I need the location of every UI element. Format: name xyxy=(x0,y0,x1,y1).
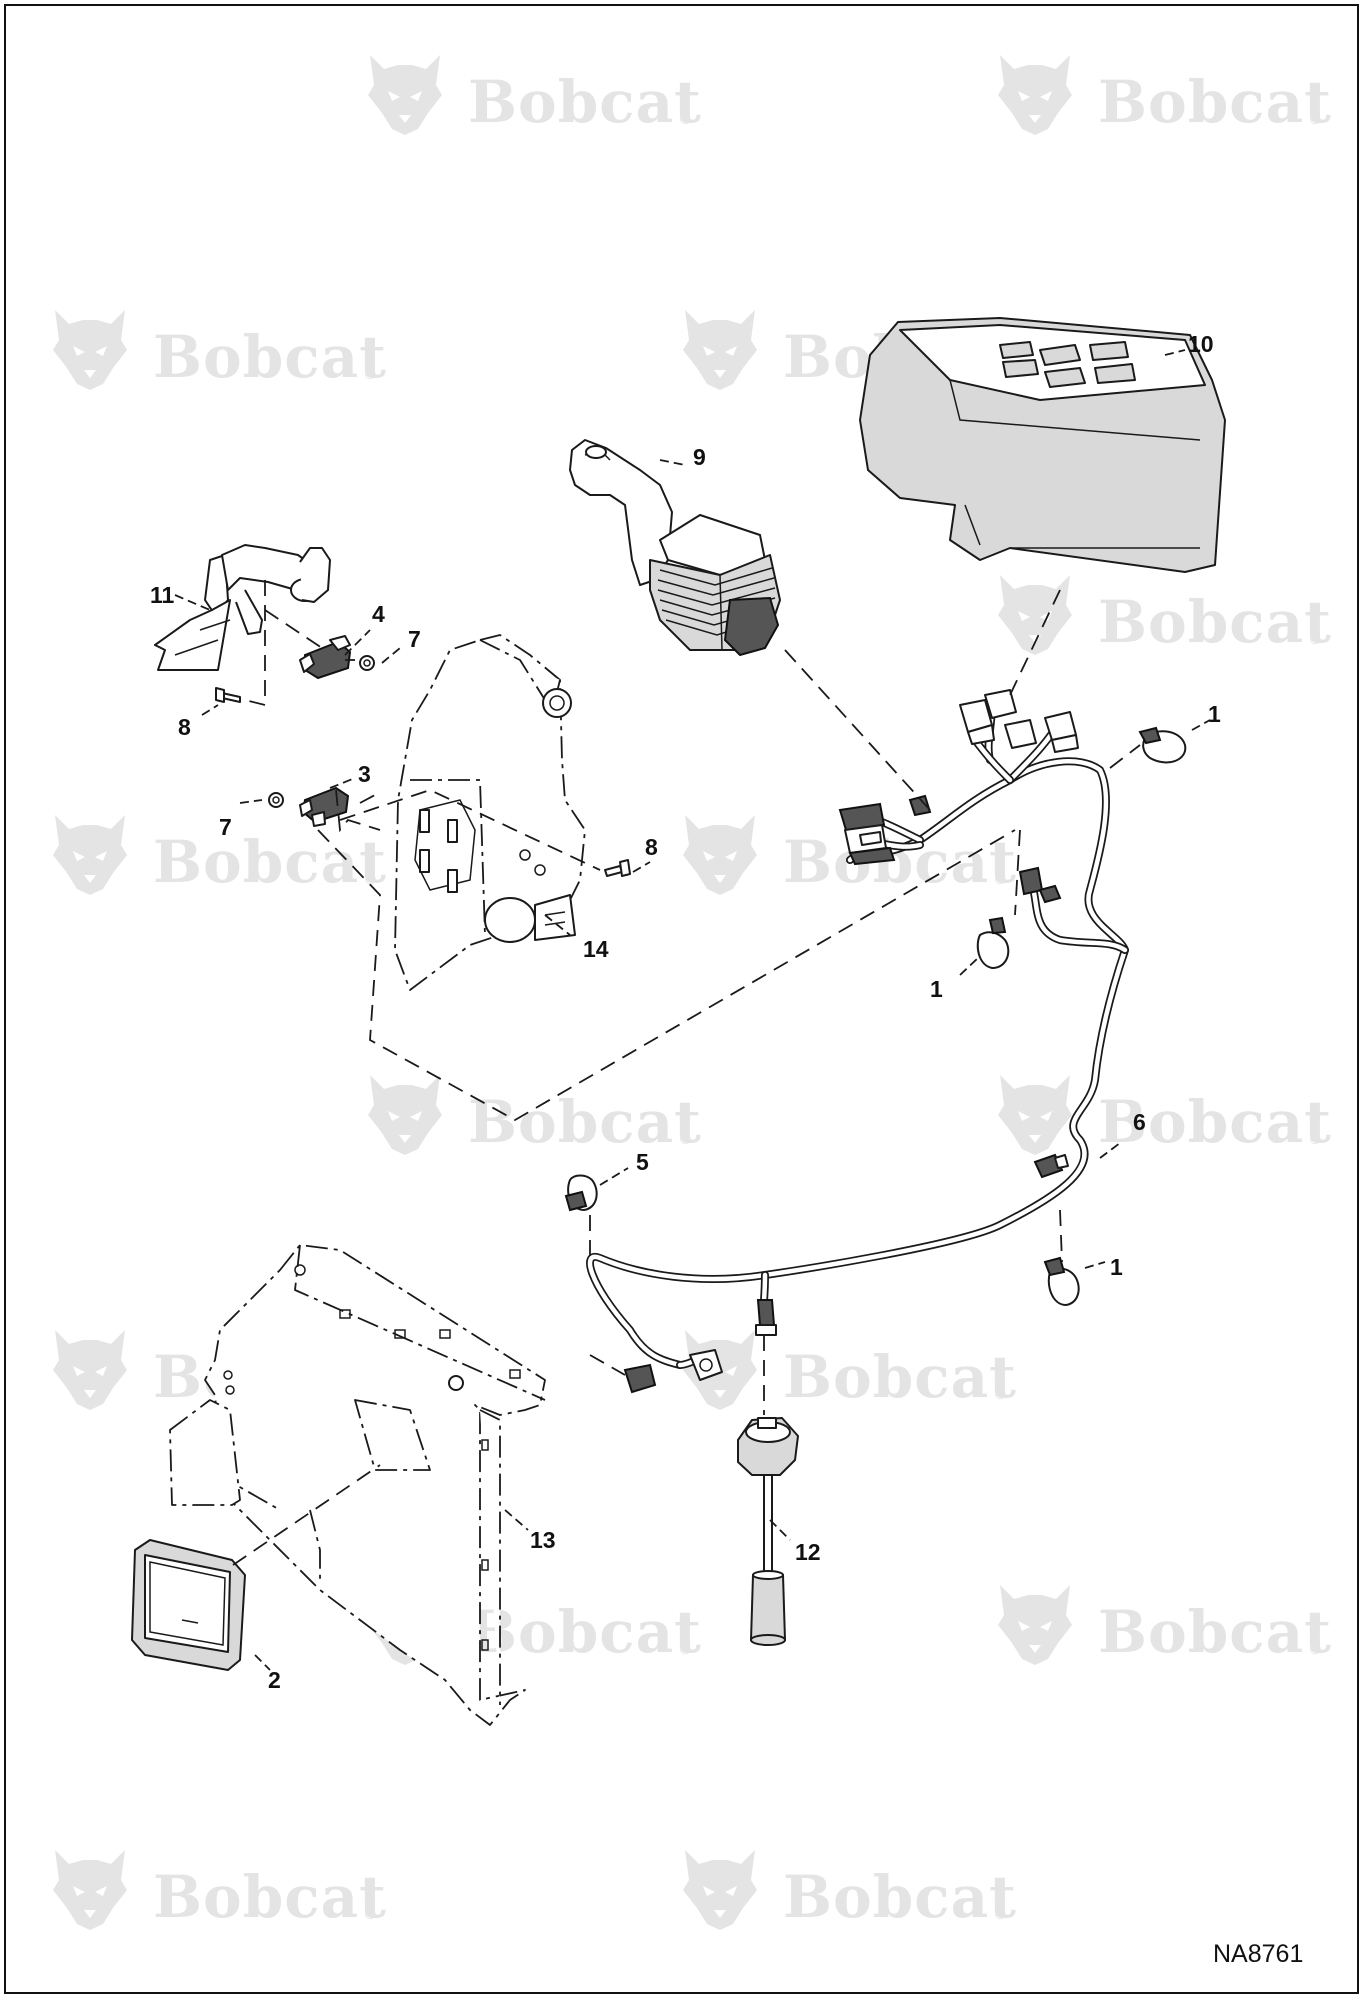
watermark-registered-mark: ® xyxy=(995,1906,1006,1922)
bobcat-watermark: Bobcat® xyxy=(53,1850,387,1931)
callout-5: 5 xyxy=(636,1149,649,1175)
watermark-brand-text: Bobcat xyxy=(153,1863,387,1931)
watermark-registered-mark: ® xyxy=(1310,1131,1321,1147)
bobcat-logo-icon xyxy=(368,1075,442,1155)
watermark-registered-mark: ® xyxy=(1310,111,1321,127)
callout-labels: 1 1 1 2 3 4 5 6 7 7 8 8 9 10 11 12 13 14 xyxy=(150,331,1221,1693)
watermark-registered-mark: ® xyxy=(680,111,691,127)
bobcat-watermark: Bobcat® xyxy=(683,1850,1017,1931)
bobcat-watermark: Bobcat® xyxy=(368,55,702,136)
callout-8-upper: 8 xyxy=(178,714,191,740)
watermark-registered-mark: ® xyxy=(995,1386,1006,1402)
watermark-brand-text: Bobcat xyxy=(1098,1088,1332,1156)
watermark-registered-mark: ® xyxy=(995,871,1006,887)
watermark-brand-text: Bobcat xyxy=(153,828,387,896)
callout-1-low: 1 xyxy=(1110,1254,1123,1280)
bobcat-watermark: Bobcat® xyxy=(368,1075,702,1156)
bobcat-logo-icon xyxy=(683,310,757,390)
bobcat-watermark: Bobcat® xyxy=(368,1585,702,1666)
bobcat-logo-icon xyxy=(53,815,127,895)
callout-7-upper: 7 xyxy=(408,626,421,652)
bobcat-watermark: Bobcat® xyxy=(998,1075,1332,1156)
watermark-registered-mark: ® xyxy=(1310,631,1321,647)
watermark-registered-mark: ® xyxy=(1310,1641,1321,1657)
part-14-mounting-plate xyxy=(394,634,586,991)
part-5-clip xyxy=(564,1174,598,1212)
bobcat-logo-icon xyxy=(53,1330,127,1410)
watermark-registered-mark: ® xyxy=(365,366,376,382)
callout-3: 3 xyxy=(358,761,371,787)
watermark-registered-mark: ® xyxy=(365,1906,376,1922)
bobcat-logo-icon xyxy=(998,1075,1072,1155)
diagram-border xyxy=(4,4,1359,1994)
watermark-brand-text: Bobcat xyxy=(783,1863,1017,1931)
part-1-clip-top xyxy=(1138,726,1187,764)
watermark-registered-mark: ® xyxy=(365,871,376,887)
callout-14: 14 xyxy=(583,936,609,962)
figure-id: NA8761 xyxy=(1213,1940,1303,1968)
part-9-joystick xyxy=(569,439,781,657)
part-10-console-cover xyxy=(859,317,1226,573)
part-7-nut-upper xyxy=(359,655,375,671)
watermark-brand-text: Bobcat xyxy=(783,1343,1017,1411)
watermark-brand-text: Bobcat xyxy=(153,323,387,391)
part-7-nut-lower xyxy=(268,792,284,808)
watermark-brand-text: Bobcat xyxy=(1098,68,1332,136)
bobcat-logo-icon xyxy=(53,310,127,390)
leader-lines xyxy=(232,580,1141,1566)
connector-cluster-left xyxy=(838,794,932,866)
bobcat-logo-icon xyxy=(683,1850,757,1930)
callout-leaders xyxy=(174,349,1211,1671)
watermark-brand-text: Bobcat xyxy=(468,68,702,136)
watermark-brand-text: Bobcat xyxy=(1098,588,1332,656)
callout-9: 9 xyxy=(693,444,706,470)
part-1-clip-low xyxy=(1043,1256,1080,1306)
part-6-wiring-harness xyxy=(586,696,1129,1369)
part-11-pedal-bracket xyxy=(154,544,331,671)
part-1-clip-mid xyxy=(976,916,1010,969)
bobcat-watermark: Bobcat® xyxy=(998,575,1332,656)
watermark-brand-text: Bobcat xyxy=(468,1088,702,1156)
part-13-panel-bracket xyxy=(169,1244,546,1726)
part-12-sensor xyxy=(737,1417,799,1646)
callout-2: 2 xyxy=(268,1667,281,1693)
connector-right-low xyxy=(1033,1153,1069,1179)
callout-8-lower: 8 xyxy=(645,834,658,860)
callout-6: 6 xyxy=(1133,1109,1146,1135)
bobcat-watermark: Bobcat® xyxy=(998,55,1332,136)
callout-13: 13 xyxy=(530,1527,556,1553)
bobcat-logo-icon xyxy=(998,55,1072,135)
bobcat-logo-icon xyxy=(683,815,757,895)
bobcat-logo-icon xyxy=(998,1585,1072,1665)
part-8-bolt-upper xyxy=(215,687,241,703)
callout-4: 4 xyxy=(372,601,385,627)
callout-10: 10 xyxy=(1188,331,1214,357)
bobcat-logo-icon xyxy=(53,1850,127,1930)
watermark-registered-mark: ® xyxy=(680,1131,691,1147)
callout-12: 12 xyxy=(795,1539,821,1565)
callout-1-top: 1 xyxy=(1208,701,1221,727)
connector-cluster-top xyxy=(959,689,1079,753)
bobcat-watermark: Bobcat® xyxy=(683,1330,1017,1411)
bobcat-watermark: Bobcat® xyxy=(683,815,1017,896)
connector-left-end xyxy=(623,1349,723,1394)
connector-sensor xyxy=(755,1299,777,1336)
callout-7-lower: 7 xyxy=(219,814,232,840)
connector-mid xyxy=(1018,866,1062,904)
part-2-display xyxy=(131,1539,246,1671)
bobcat-logo-icon xyxy=(368,55,442,135)
part-4-switch xyxy=(299,635,352,680)
callout-1-mid: 1 xyxy=(930,976,943,1002)
callout-11: 11 xyxy=(150,582,175,608)
watermark-brand-text: Bobcat xyxy=(1098,1598,1332,1666)
bobcat-watermark: Bobcat® xyxy=(53,815,387,896)
watermark-registered-mark: ® xyxy=(680,1641,691,1657)
bobcat-watermark: Bobcat® xyxy=(53,310,387,391)
bobcat-watermark: Bobcat® xyxy=(998,1585,1332,1666)
watermark-brand-text: Bobcat xyxy=(783,828,1017,896)
part-8-bolt-lower xyxy=(604,859,631,877)
watermark-brand-text: Bobcat xyxy=(468,1598,702,1666)
